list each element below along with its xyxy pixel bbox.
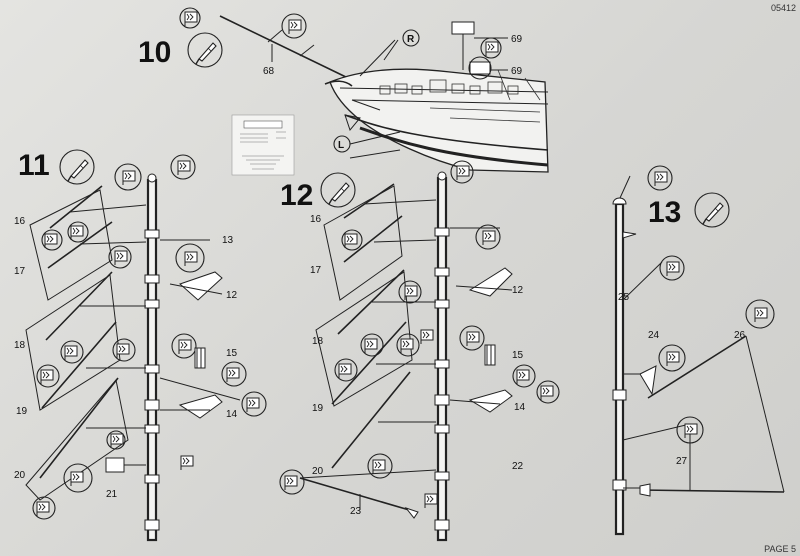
part-number-16-b: 16 [310,214,322,225]
yards-step-12 [279,160,560,519]
paint-card-icon [231,114,295,176]
part-number-12-b: 12 [512,285,524,296]
part-number-18-a: 18 [14,340,26,351]
r-mark: R [407,34,415,45]
part-number-12-a: 12 [226,290,238,301]
part-number-17-b: 17 [310,265,322,276]
part-number-15-b: 15 [512,350,524,361]
mast-step-13 [612,165,785,536]
part-number-68: 68 [263,66,275,77]
part-number-21: 21 [106,489,118,500]
step-number-12: 12 [280,179,313,212]
part-number-18-b: 18 [312,336,324,347]
bowsprit-part: 68 [179,7,349,79]
part-number-25: 25 [618,292,630,303]
step-number-11: 11 [18,149,50,182]
part-number-27: 27 [676,456,688,467]
part-number-15-a: 15 [226,348,238,359]
mast-step-12 [434,171,450,542]
mast-step-11 [144,173,160,542]
catalog-number: 05412 [771,3,796,13]
step-number-13: 13 [648,196,681,229]
part-number-13: 13 [222,235,234,246]
part-number-23: 23 [350,506,362,517]
step-number-10: 10 [138,36,171,69]
part-number-14-a: 14 [226,409,238,420]
glue-icon [320,172,356,208]
part-number-69-b: 69 [511,66,523,77]
glue-icon [59,149,95,185]
part-number-19-b: 19 [312,403,324,414]
ship-hull: R L [324,29,549,173]
part-number-20-a: 20 [14,470,26,481]
l-mark: L [338,140,344,151]
part-number-22: 22 [512,461,524,472]
part-number-20-b: 20 [312,466,324,477]
glue-icon [187,32,223,68]
yards-step-11 [25,154,267,520]
part-number-26: 26 [734,330,746,341]
part-69-lower: 69 [468,56,523,80]
part-number-24: 24 [648,330,660,341]
part-number-19-a: 19 [16,406,28,417]
part-69-upper: 69 [451,21,523,70]
page-label: PAGE 5 [764,544,796,554]
part-number-14-b: 14 [514,402,526,413]
part-number-16-a: 16 [14,216,26,227]
part-number-69-a: 69 [511,34,523,45]
part-number-17-a: 17 [14,266,26,277]
glue-icon [694,192,730,228]
